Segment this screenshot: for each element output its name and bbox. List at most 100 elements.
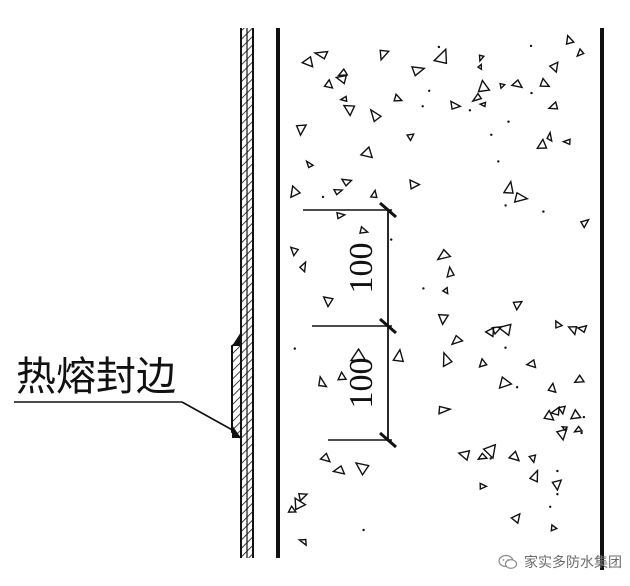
aggregate-mark bbox=[478, 101, 487, 108]
aggregate-mark bbox=[555, 319, 564, 329]
aggregate-dot bbox=[489, 457, 492, 460]
aggregate-mark bbox=[477, 79, 491, 93]
aggregate-mark bbox=[449, 100, 463, 111]
aggregate-mark bbox=[527, 454, 537, 464]
aggregate-dot bbox=[507, 120, 510, 123]
dimension-label-lower: 100 bbox=[343, 358, 380, 409]
aggregate-mark bbox=[575, 47, 585, 58]
aggregate-mark bbox=[332, 188, 344, 196]
aggregate-mark bbox=[491, 325, 504, 336]
aggregate-dot bbox=[321, 195, 325, 199]
aggregate-mark bbox=[551, 479, 563, 492]
heat-seal-edge bbox=[231, 332, 242, 440]
watermark: 家实多防水集团 bbox=[498, 552, 622, 572]
aggregate-mark bbox=[369, 188, 378, 199]
aggregate-mark bbox=[342, 104, 356, 117]
aggregate-mark bbox=[409, 178, 421, 190]
aggregate-mark bbox=[547, 100, 559, 110]
aggregate-dot bbox=[468, 109, 472, 112]
dimension-tick-top bbox=[379, 201, 397, 219]
aggregate-mark bbox=[337, 67, 349, 77]
wechat-icon bbox=[498, 554, 518, 569]
aggregate-mark bbox=[287, 504, 298, 513]
aggregate-dot bbox=[582, 415, 586, 419]
waterproof-membrane bbox=[240, 28, 254, 558]
aggregate-mark bbox=[300, 55, 314, 68]
aggregate-dot bbox=[549, 505, 552, 508]
aggregate-mark bbox=[528, 468, 539, 483]
aggregate-mark bbox=[298, 260, 307, 274]
aggregate-mark bbox=[478, 54, 486, 63]
aggregate-mark bbox=[498, 375, 513, 390]
aggregate-dot bbox=[580, 431, 583, 435]
aggregate-mark bbox=[525, 358, 537, 369]
aggregate-mark bbox=[555, 428, 568, 442]
dimension-tick-middle bbox=[379, 317, 397, 335]
aggregate-mark bbox=[497, 323, 512, 337]
aggregate-dot bbox=[504, 346, 507, 349]
aggregate-dot bbox=[490, 133, 493, 136]
aggregate-mark bbox=[565, 34, 576, 46]
aggregate-mark bbox=[393, 92, 404, 102]
aggregate-mark bbox=[331, 464, 346, 475]
aggregate-mark bbox=[336, 211, 347, 220]
aggregate-dot bbox=[529, 44, 533, 48]
aggregate-mark bbox=[502, 179, 514, 194]
aggregate-mark bbox=[536, 137, 548, 150]
aggregate-mark bbox=[561, 138, 571, 146]
aggregate-mark bbox=[340, 178, 354, 188]
aggregate-mark bbox=[484, 326, 495, 338]
aggregate-mark bbox=[572, 425, 584, 433]
dimension-tick-bottom bbox=[379, 431, 397, 449]
aggregate-mark bbox=[543, 409, 555, 421]
aggregate-mark bbox=[305, 159, 315, 169]
aggregate-mark bbox=[579, 218, 591, 230]
aggregate-mark bbox=[438, 405, 453, 415]
aggregate-mark bbox=[336, 370, 348, 381]
aggregate-mark bbox=[510, 78, 524, 89]
callout-group: 热熔封边 bbox=[14, 354, 237, 433]
aggregate-mark bbox=[437, 313, 450, 326]
aggregate-mark bbox=[512, 300, 524, 312]
dimension-group: 100 100 bbox=[303, 201, 397, 449]
aggregate-dot bbox=[515, 386, 519, 389]
aggregate-mark bbox=[359, 145, 374, 159]
aggregate-mark bbox=[295, 124, 308, 137]
aggregate-mark bbox=[476, 452, 489, 461]
aggregate-mark bbox=[322, 296, 335, 309]
aggregate-mark bbox=[507, 450, 521, 462]
aggregate-mark bbox=[379, 49, 391, 62]
aggregate-mark bbox=[392, 347, 405, 363]
aggregate-mark bbox=[432, 47, 448, 65]
aggregate-mark bbox=[573, 374, 586, 384]
aggregate-dot bbox=[390, 238, 393, 241]
aggregate-mark bbox=[510, 512, 521, 525]
aggregate-mark bbox=[338, 95, 348, 103]
aggregate-mark bbox=[476, 62, 483, 71]
aggregate-dot bbox=[504, 204, 507, 207]
aggregate-dot bbox=[421, 105, 424, 108]
callout-label: 热熔封边 bbox=[16, 354, 176, 400]
aggregate-dot bbox=[293, 347, 296, 350]
aggregate-mark bbox=[576, 324, 588, 334]
aggregate-mark bbox=[569, 408, 582, 420]
aggregate-mark bbox=[550, 523, 559, 532]
aggregate-mark bbox=[436, 248, 452, 261]
aggregate-dot bbox=[428, 89, 431, 93]
concrete-aggregate-texture bbox=[287, 34, 591, 547]
aggregate-dot bbox=[556, 469, 559, 473]
aggregate-mark bbox=[548, 61, 559, 74]
aggregate-dot bbox=[497, 160, 500, 163]
aggregate-dot bbox=[530, 91, 533, 95]
aggregate-mark bbox=[450, 334, 464, 346]
aggregate-mark bbox=[297, 538, 307, 547]
watermark-text: 家实多防水集团 bbox=[524, 555, 622, 571]
aggregate-mark bbox=[547, 381, 557, 394]
aggregate-mark bbox=[567, 325, 578, 337]
aggregate-mark bbox=[359, 225, 370, 235]
callout-leader bbox=[181, 401, 237, 433]
aggregate-mark bbox=[446, 265, 456, 279]
aggregate-mark bbox=[442, 351, 454, 368]
